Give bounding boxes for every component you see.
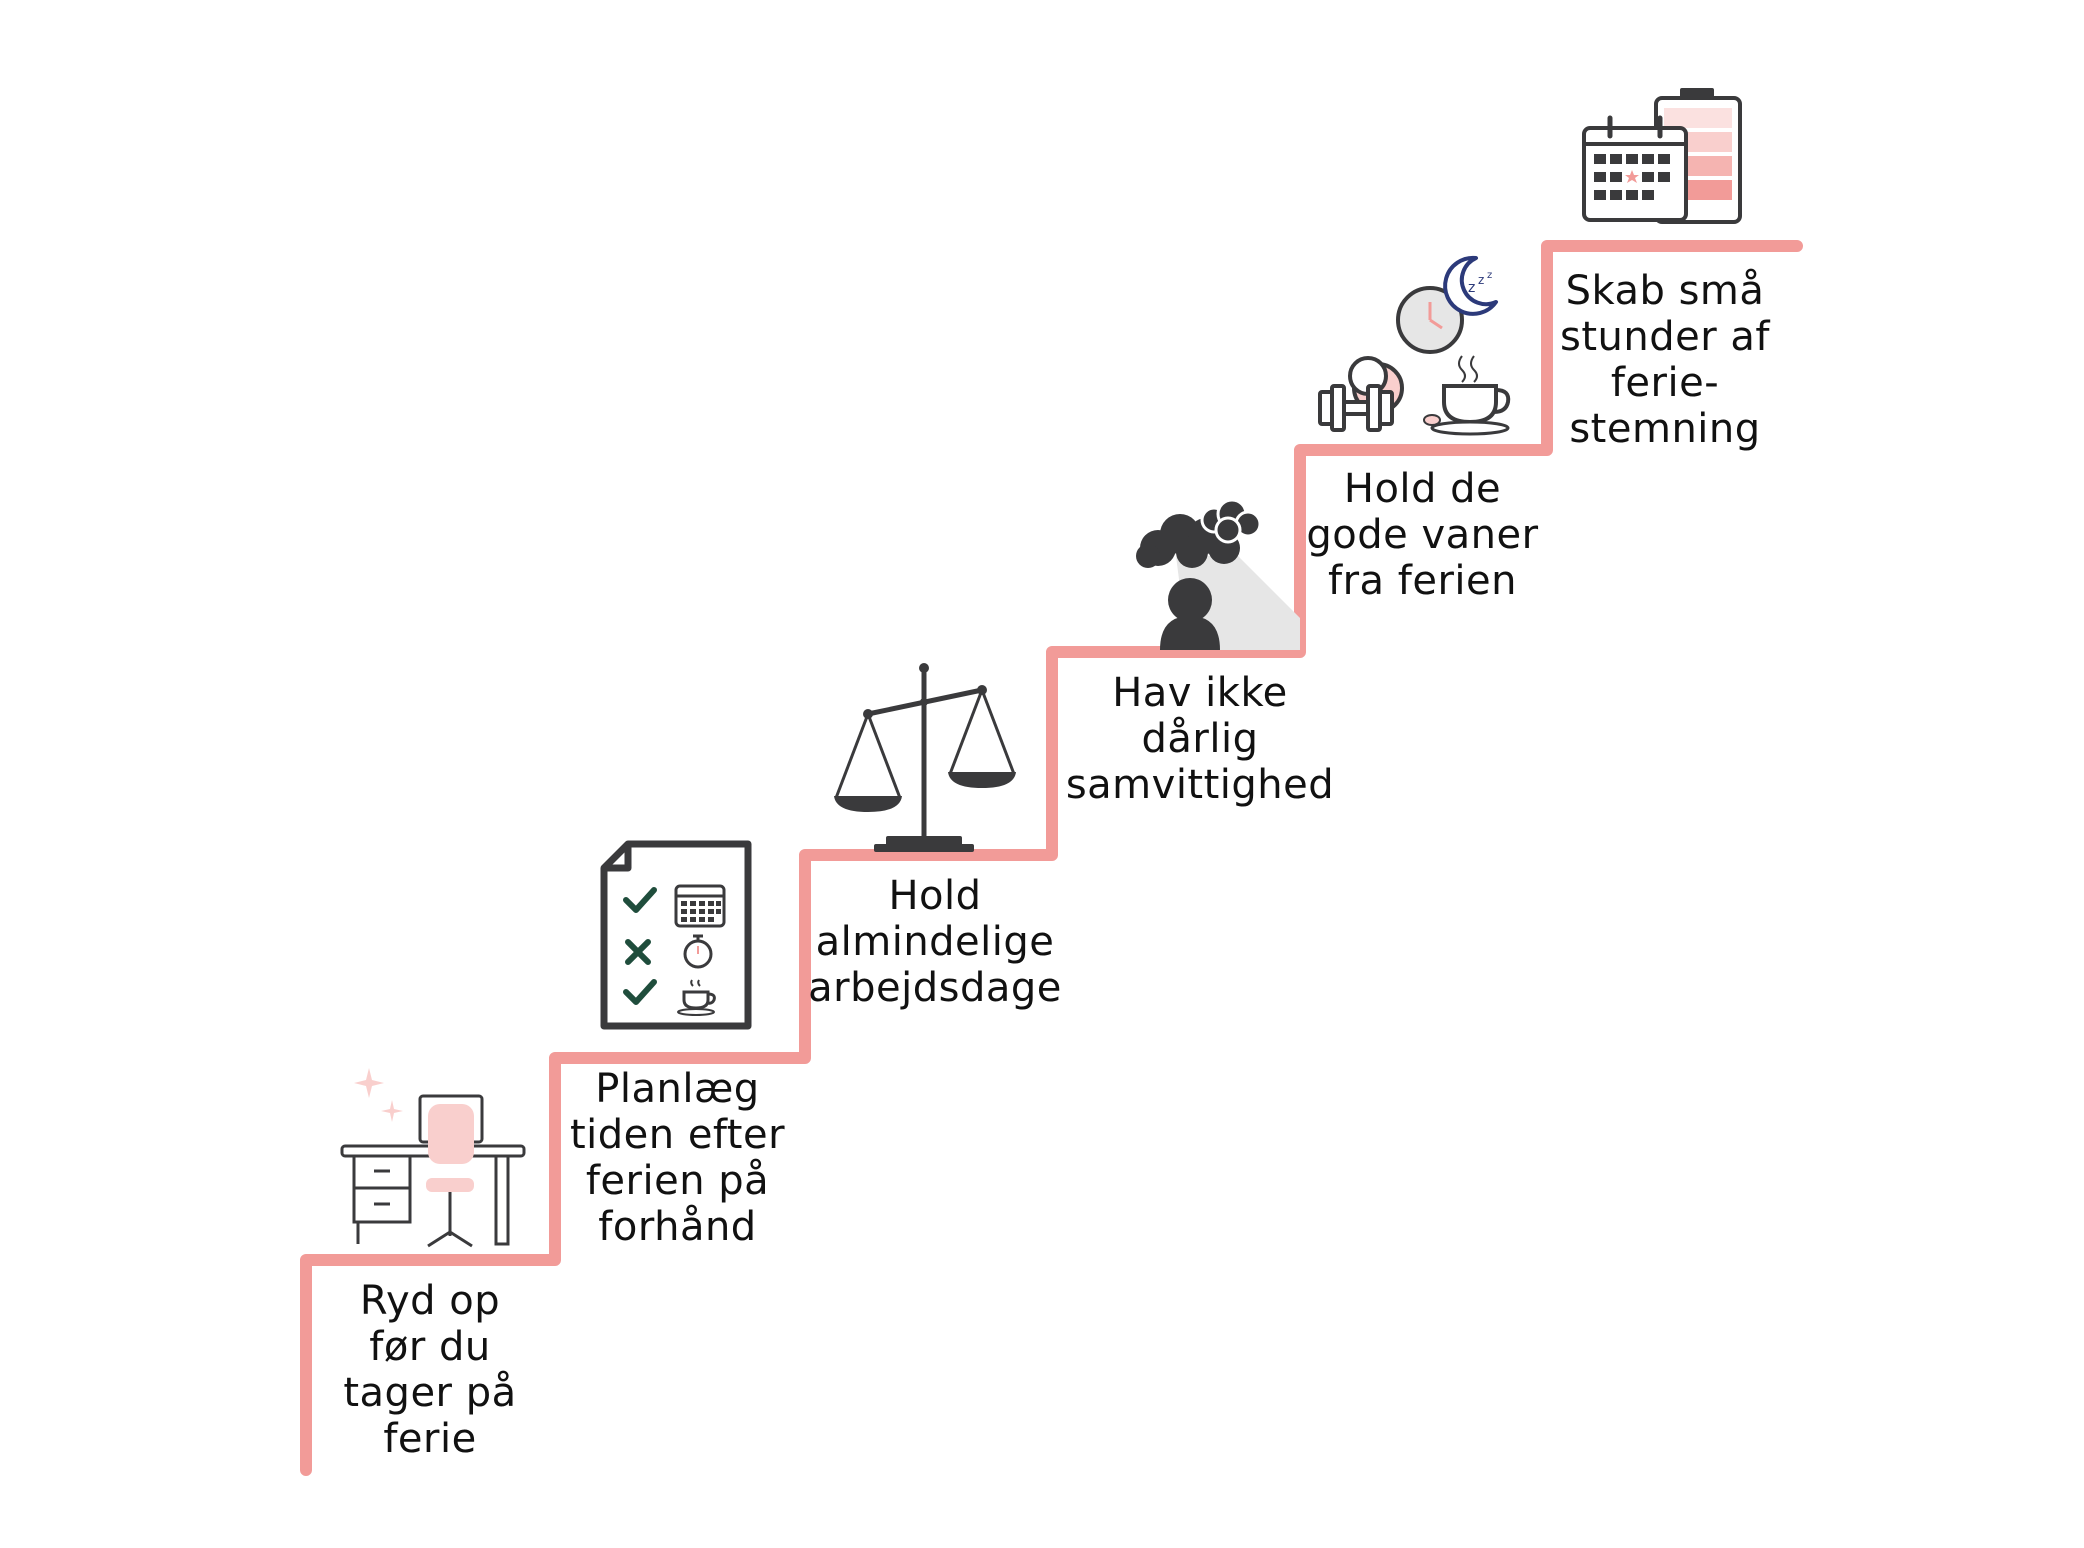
desk-chair-icon bbox=[340, 1068, 526, 1248]
step-6-label: Skab små stunder af ferie- stemning bbox=[1560, 268, 1770, 452]
checklist-icon bbox=[600, 840, 752, 1030]
calendar-battery-icon bbox=[1582, 88, 1742, 224]
svg-text:z: z bbox=[1487, 270, 1492, 281]
step-1-label: Ryd op før du tager på ferie bbox=[343, 1278, 517, 1462]
svg-text:z: z bbox=[1478, 273, 1484, 287]
step-5-label: Hold de gode vaner fra ferien bbox=[1306, 466, 1539, 604]
habits-icon: z z z bbox=[1318, 255, 1511, 436]
step-3-label: Hold almindelige arbejdsdage bbox=[808, 873, 1062, 1011]
person-under-cloud-icon bbox=[1136, 498, 1300, 650]
step-4-label: Hav ikke dårlig samvittighed bbox=[1065, 670, 1335, 808]
svg-text:z: z bbox=[1468, 280, 1475, 296]
scales-icon bbox=[834, 663, 1016, 852]
step-2-label: Planlæg tiden efter ferien på forhånd bbox=[569, 1066, 786, 1250]
